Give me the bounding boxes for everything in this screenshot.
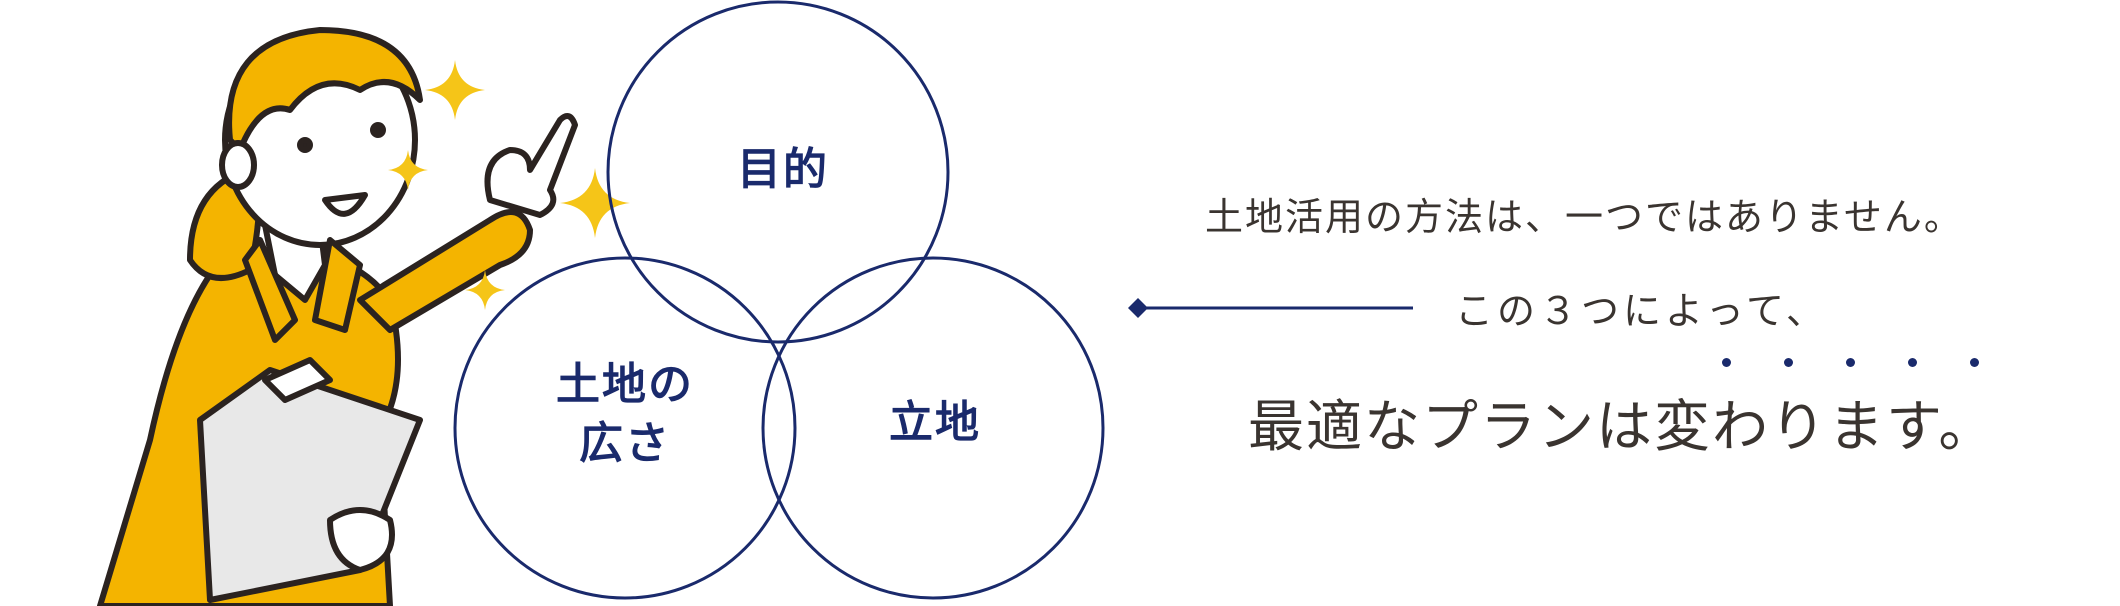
venn-label-land-size-line2: 広さ [579,418,671,470]
sparkle-icon [388,150,428,190]
emphasis-dot [1908,358,1917,367]
venn-label-location: 立地 [889,397,981,448]
emphasis-dot [1846,358,1855,367]
message-line-3: 最適なプランは変わります。 [1248,395,1997,460]
emphasis-dot [1784,358,1793,367]
message-line-2: この３つによって、 [1455,289,1829,333]
venn-label-land-size: 土地の 広さ [545,355,705,474]
venn-label-purpose: 目的 [737,144,829,195]
woman-pointing-illustration [97,27,578,606]
sparkle-icon [425,60,485,120]
emphasis-dot [1722,358,1731,367]
venn-circle-purpose [606,0,950,344]
sparkle-icon [465,270,505,310]
message-line-1: 土地活用の方法は、一つではありません。 [1205,195,1964,239]
emphasis-dot [1970,358,1979,367]
venn-circle-location [761,256,1105,600]
sparkle-icon [560,168,630,238]
venn-label-land-size-line1: 土地の [556,359,694,410]
venn-circle-land-size [453,256,797,600]
diamond-bullet-icon [1128,298,1148,318]
